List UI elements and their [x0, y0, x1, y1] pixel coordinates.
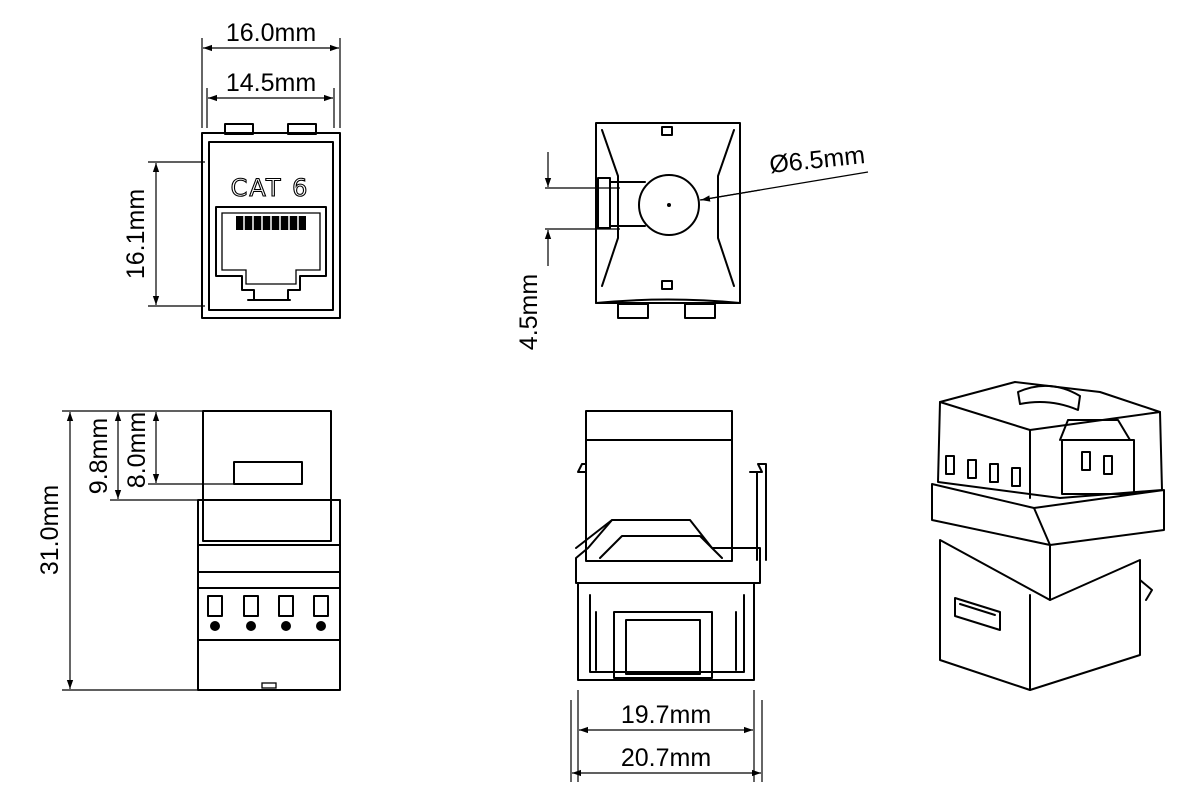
top-view: Ø6.5mm 4.5mm — [515, 122, 869, 350]
rear-view: 19.7mm 20.7mm — [570, 410, 767, 782]
isometric-view — [931, 381, 1165, 691]
front-view: CAT 6 16.0mm 14.5mm 16.1mm — [122, 19, 341, 319]
idc-contacts — [207, 595, 329, 631]
dim-top-section-b: 8.0mm — [123, 412, 151, 488]
contact-pins — [236, 216, 306, 230]
side-view: 31.0mm 9.8mm 8.0mm — [36, 410, 341, 691]
dim-side-inner-width: 19.7mm — [621, 701, 711, 729]
dim-front-height: 16.1mm — [122, 189, 150, 279]
dim-total-length: 31.0mm — [36, 485, 64, 575]
dim-cable-hole-diameter: Ø6.5mm — [768, 141, 866, 179]
dim-side-outer-width: 20.7mm — [621, 744, 711, 772]
dim-front-outer-width: 16.0mm — [226, 19, 316, 47]
cat6-marking: CAT 6 — [231, 174, 310, 202]
dim-top-section-a: 9.8mm — [85, 418, 113, 494]
dim-front-inner-width: 14.5mm — [226, 69, 316, 97]
dim-side-offset: 4.5mm — [515, 274, 543, 350]
